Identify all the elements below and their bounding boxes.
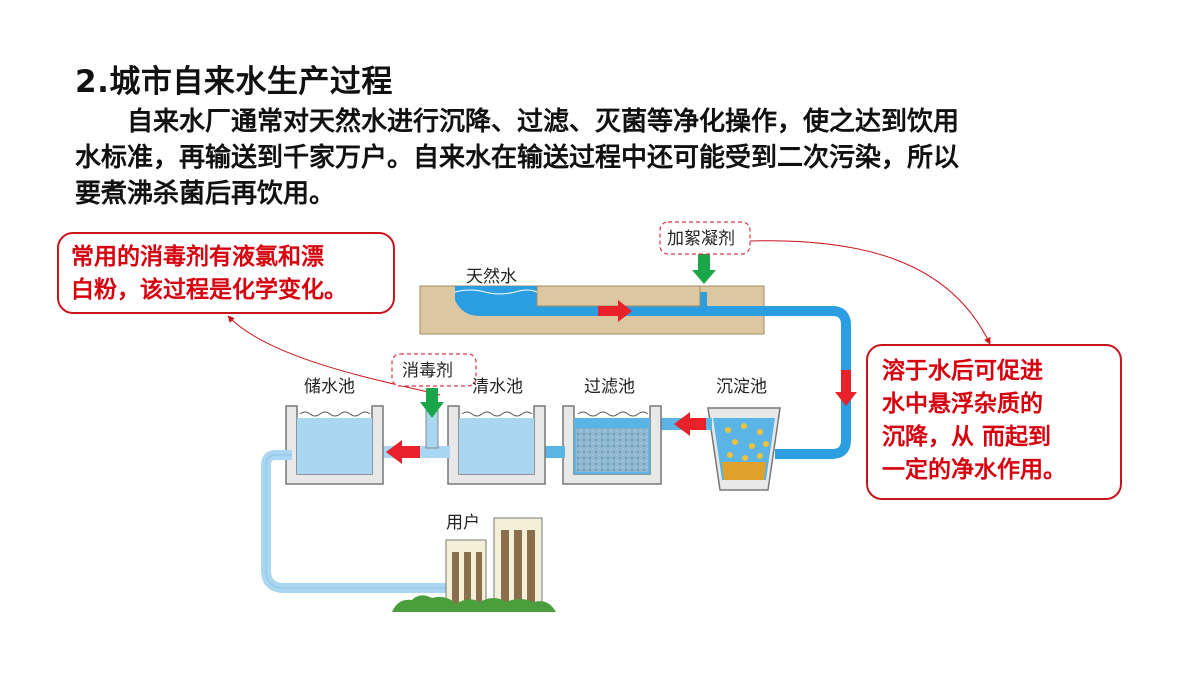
filter-tank-label: 过滤池 [584, 377, 635, 397]
page-title: 2.城市自来水生产过程 [75, 64, 393, 100]
connector-line-right [749, 240, 991, 345]
clear-tank-label: 清水池 [472, 377, 523, 397]
callout-line: 常用的消毒剂有液氯和漂 [71, 244, 324, 270]
coagulant-label-box [659, 221, 751, 255]
callout-line: 水中悬浮杂质的 [882, 391, 1043, 417]
coagulant-label: 加絮凝剂 [667, 229, 735, 249]
pipe-filter-clear [541, 446, 565, 458]
flow-arrow [386, 440, 420, 464]
intro-paragraph: 自来水厂通常对天然水进行沉降、过滤、灭菌等净化操作，使之达到饮用 水标准，再输送… [75, 104, 1115, 212]
filter-tank [562, 405, 662, 485]
users-label: 用户 [446, 513, 480, 533]
flow-arrow [674, 412, 706, 436]
storage-tank [285, 405, 384, 485]
disinfectant-callout: 常用的消毒剂有液氯和漂 白粉，该过程是化学变化。 [57, 232, 395, 314]
coagulant-callout: 溶于水后可促进 水中悬浮杂质的 沉降，从 而起到 一定的净水作用。 [866, 344, 1122, 500]
disinfectant-label-box [391, 353, 477, 387]
callout-line: 白粉，该过程是化学变化。 [71, 277, 347, 303]
settling-tank [707, 407, 781, 491]
settling-tank-label: 沉淀池 [716, 377, 767, 397]
natural-water-basin [419, 285, 765, 335]
dosing-arrow [420, 388, 444, 418]
users-buildings [392, 517, 556, 612]
paragraph-line: 水标准，再输送到千家万户。自来水在输送过程中还可能受到二次污染，所以 [75, 143, 960, 173]
callout-line: 沉降，从 而起到 [882, 424, 1052, 450]
storage-tank-label: 储水池 [304, 377, 355, 397]
callout-line: 溶于水后可促进 [882, 358, 1043, 384]
disinfectant-label: 消毒剂 [402, 361, 453, 381]
callout-line: 一定的净水作用。 [882, 457, 1066, 483]
paragraph-line: 自来水厂通常对天然水进行沉降、过滤、灭菌等净化操作，使之达到饮用 [75, 107, 960, 137]
flow-arrow [835, 370, 857, 406]
flow-arrow [598, 300, 632, 322]
dosing-arrow [692, 254, 716, 284]
natural-water-label: 天然水 [466, 267, 517, 287]
paragraph-line: 要煮沸杀菌后再饮用。 [75, 179, 336, 209]
connector-line-left [227, 315, 441, 396]
clear-water-tank [447, 405, 546, 485]
